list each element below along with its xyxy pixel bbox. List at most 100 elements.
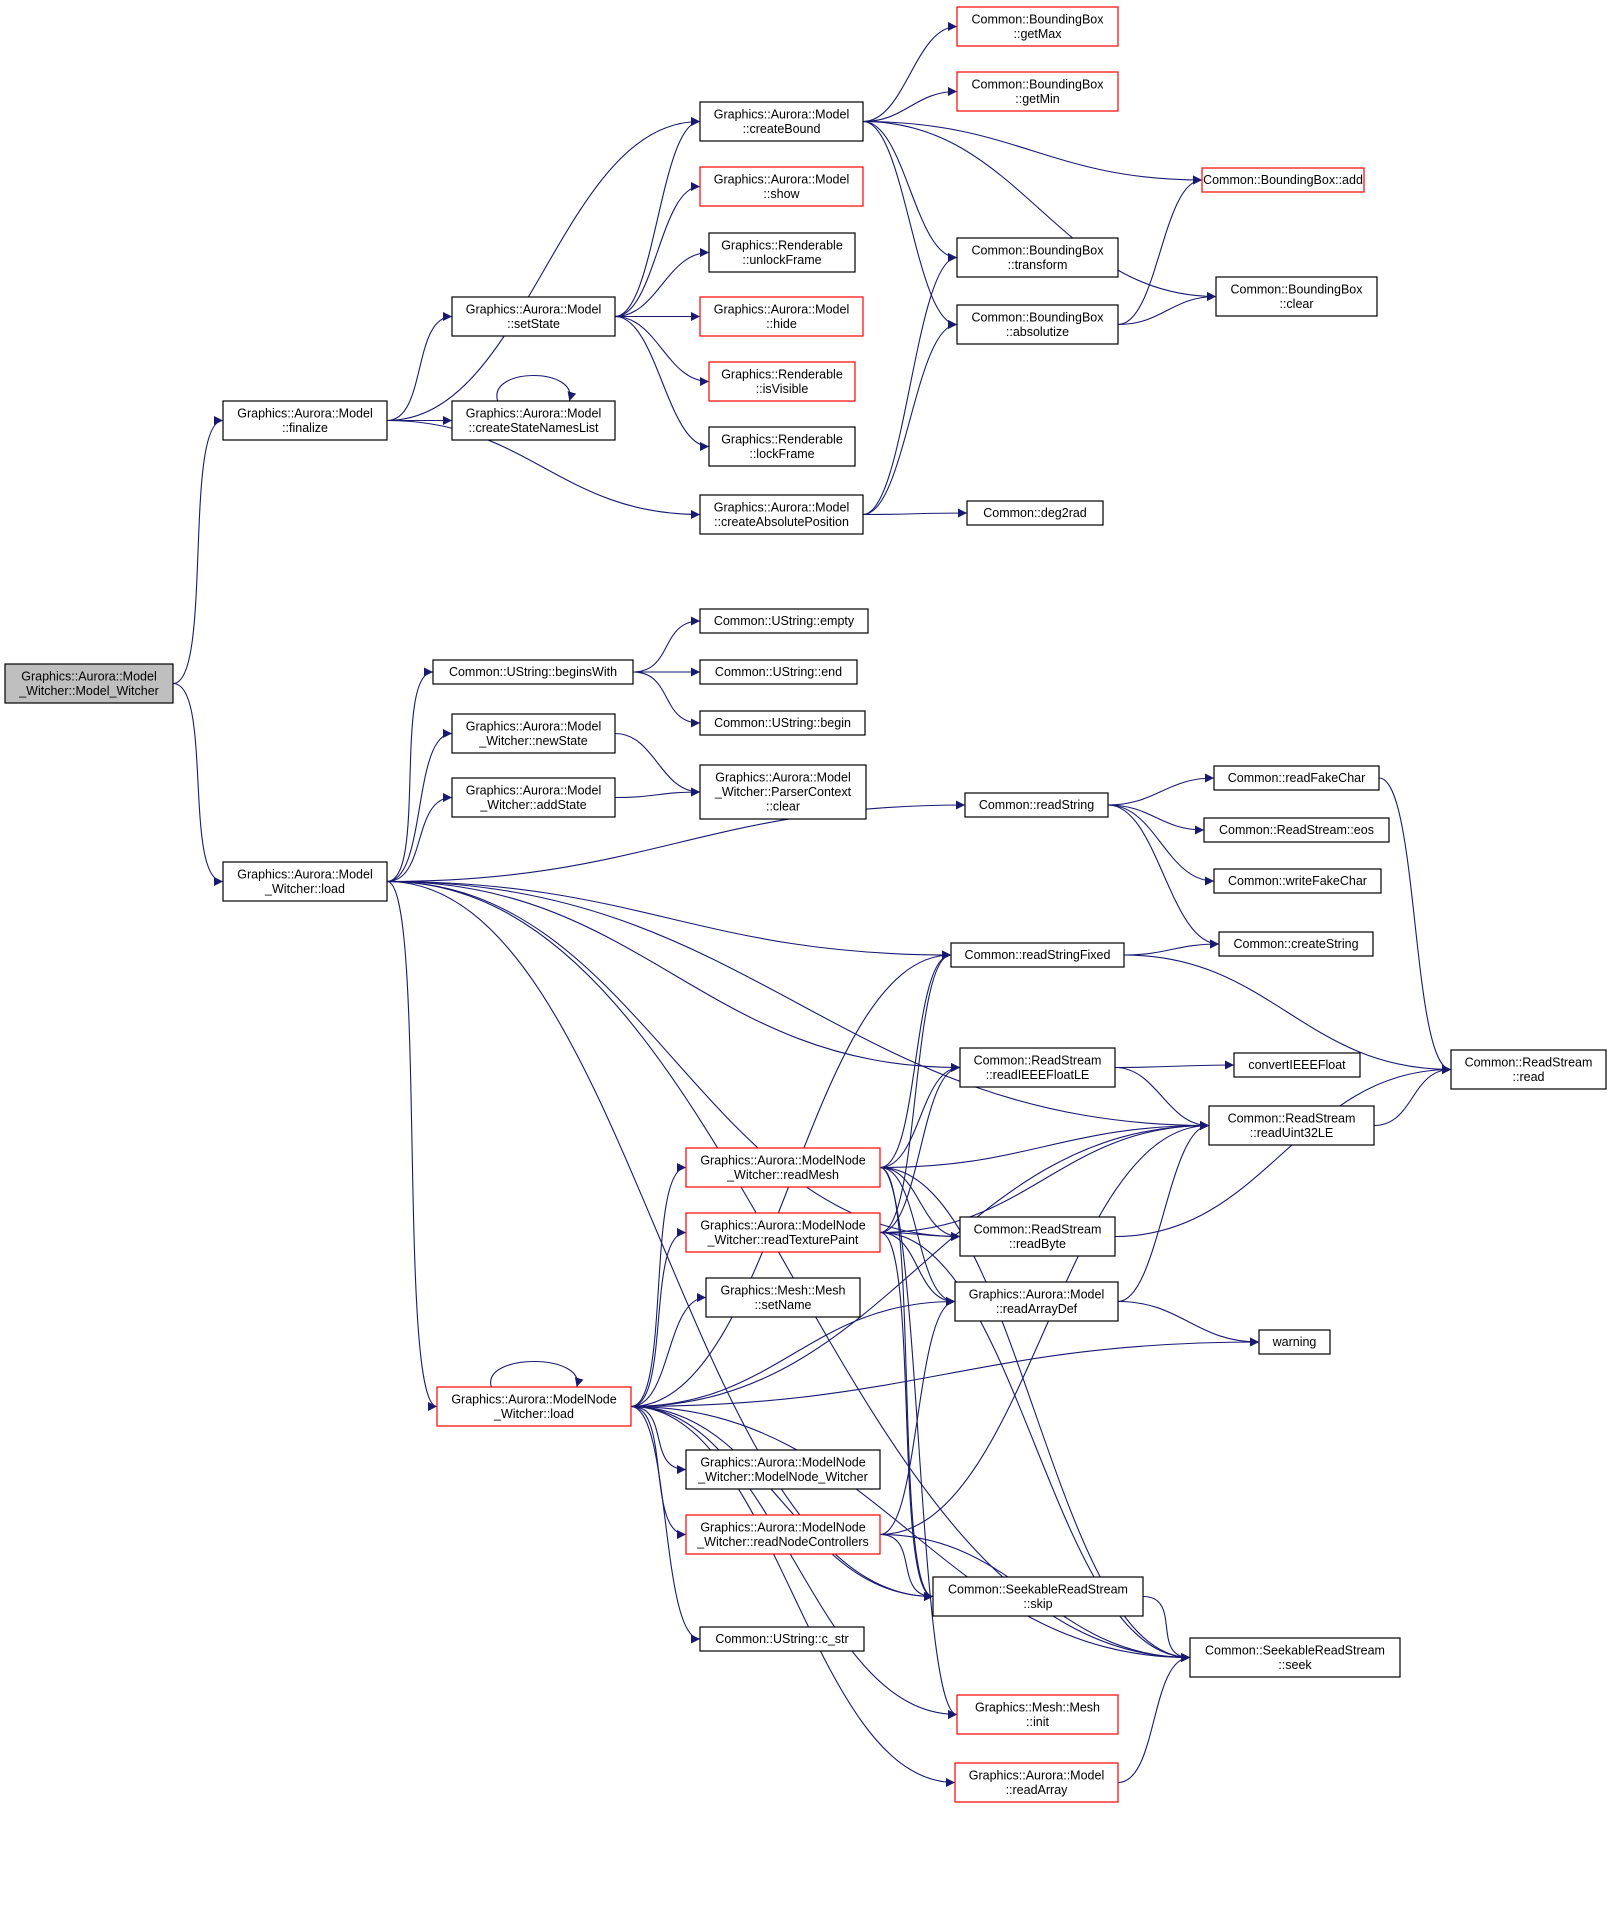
- edge-readString-to-writeFakeChar: [1107, 804, 1215, 886]
- node-model_witcher[interactable]: Graphics::Aurora::Model_Witcher::Model_W…: [4, 663, 174, 704]
- edge-createBound-to-bbClear: [862, 120, 1217, 301]
- node-convertIEEEFloat[interactable]: convertIEEEFloat: [1233, 1052, 1361, 1078]
- node-box: [451, 400, 616, 441]
- edge-nodeLoad-to-readMesh: [630, 1163, 687, 1408]
- node-show[interactable]: Graphics::Aurora::Model::show: [699, 166, 864, 207]
- node-readByte[interactable]: Common::ReadStream::readByte: [959, 1216, 1116, 1257]
- node-label: ::readArrayDef: [996, 1302, 1078, 1316]
- node-load[interactable]: Graphics::Aurora::Model_Witcher::load: [222, 861, 388, 902]
- node-addState[interactable]: Graphics::Aurora::Model_Witcher::addStat…: [451, 777, 616, 818]
- edge-nodeLoad-to-readArrayDef: [630, 1297, 956, 1408]
- edge-load-to-readStringFixed: [386, 880, 952, 960]
- edge-readMesh-to-readUint32LE: [879, 1121, 1210, 1169]
- node-label: ::getMin: [1015, 92, 1060, 106]
- node-deg2rad[interactable]: Common::deg2rad: [966, 500, 1104, 526]
- node-lockFrame[interactable]: Graphics::Renderable::lockFrame: [708, 426, 856, 467]
- node-bbClear[interactable]: Common::BoundingBox::clear: [1215, 276, 1378, 317]
- edge-createAbsolutePosition-to-transform: [862, 253, 958, 516]
- node-finalize[interactable]: Graphics::Aurora::Model::finalize: [222, 400, 388, 441]
- node-isVisible[interactable]: Graphics::Renderable::isVisible: [708, 361, 856, 402]
- edge-readNodeControllers-to-skip: [879, 1533, 934, 1601]
- node-getMin[interactable]: Common::BoundingBox::getMin: [956, 71, 1119, 112]
- node-transform[interactable]: Common::BoundingBox::transform: [956, 237, 1119, 278]
- node-readArrayDef[interactable]: Graphics::Aurora::Model::readArrayDef: [954, 1281, 1119, 1322]
- node-label: ::seek: [1278, 1658, 1312, 1672]
- node-rsEos[interactable]: Common::ReadStream::eos: [1203, 817, 1390, 843]
- node-readMesh[interactable]: Graphics::Aurora::ModelNode_Witcher::rea…: [685, 1147, 881, 1188]
- node-label: Graphics::Renderable: [721, 432, 843, 446]
- node-readFakeChar[interactable]: Common::readFakeChar: [1213, 765, 1380, 791]
- node-usEnd[interactable]: Common::UString::end: [699, 659, 858, 685]
- node-mnCtor[interactable]: Graphics::Aurora::ModelNode_Witcher::Mod…: [685, 1449, 881, 1490]
- node-writeFakeChar[interactable]: Common::writeFakeChar: [1213, 868, 1382, 894]
- edge-absolutize-to-bbClear: [1117, 292, 1217, 326]
- node-setName[interactable]: Graphics::Mesh::Mesh::setName: [705, 1277, 861, 1318]
- node-label: Graphics::Aurora::Model: [466, 783, 601, 797]
- edge-finalize-to-createAbsolutePosition: [386, 419, 701, 519]
- node-pcClear[interactable]: Graphics::Aurora::Model_Witcher::ParserC…: [699, 764, 867, 820]
- node-createBound[interactable]: Graphics::Aurora::Model::createBound: [699, 101, 864, 142]
- node-box: [451, 296, 616, 337]
- edge-readStringFixed-to-rsRead: [1123, 954, 1452, 1074]
- node-readIEEEFloatLE[interactable]: Common::ReadStream::readIEEEFloatLE: [959, 1047, 1116, 1088]
- node-label: Graphics::Aurora::ModelNode: [700, 1455, 865, 1469]
- node-box: [222, 400, 388, 441]
- node-label: Common::SeekableReadStream: [948, 1582, 1128, 1596]
- node-box: [1258, 1329, 1331, 1355]
- node-label: ::isVisible: [756, 382, 809, 396]
- node-label: Common::ReadStream: [974, 1053, 1102, 1067]
- node-hide[interactable]: Graphics::Aurora::Model::hide: [699, 296, 864, 337]
- node-label: Graphics::Aurora::Model: [21, 669, 156, 683]
- node-label: _Witcher::readTexturePaint: [707, 1233, 859, 1247]
- node-box: [685, 1147, 881, 1188]
- node-box: [1201, 167, 1365, 193]
- edge-readMesh-to-seek: [879, 1166, 1191, 1662]
- node-cStr[interactable]: Common::UString::c_str: [699, 1626, 865, 1652]
- node-box: [699, 710, 866, 736]
- edge-readNodeControllers-to-readUint32LE: [879, 1121, 1210, 1536]
- node-createString[interactable]: Common::createString: [1218, 931, 1374, 957]
- node-box: [1213, 765, 1380, 791]
- node-createStateNamesList[interactable]: Graphics::Aurora::Model::createStateName…: [451, 400, 616, 441]
- edge-newState-to-pcClear: [614, 732, 701, 797]
- node-box: [1213, 868, 1382, 894]
- node-usEmpty[interactable]: Common::UString::empty: [699, 608, 869, 634]
- node-warning[interactable]: warning: [1258, 1329, 1331, 1355]
- node-newState[interactable]: Graphics::Aurora::Model_Witcher::newStat…: [451, 713, 616, 754]
- edge-load-to-readIEEEFloatLE: [386, 880, 961, 1072]
- edge-readString-to-readFakeChar: [1107, 773, 1215, 806]
- node-seek[interactable]: Common::SeekableReadStream::seek: [1189, 1637, 1401, 1678]
- edge-readArrayDef-to-readUint32LE: [1117, 1121, 1210, 1303]
- node-usBegin[interactable]: Common::UString::begin: [699, 710, 866, 736]
- node-box: [708, 361, 856, 402]
- node-bbAdd[interactable]: Common::BoundingBox::add: [1201, 167, 1365, 193]
- node-readArray[interactable]: Graphics::Aurora::Model::readArray: [954, 1762, 1119, 1803]
- node-readStringFixed[interactable]: Common::readStringFixed: [950, 942, 1125, 968]
- node-label: Graphics::Aurora::Model: [715, 771, 850, 785]
- node-absolutize[interactable]: Common::BoundingBox::absolutize: [956, 304, 1119, 345]
- node-box: [956, 6, 1119, 47]
- edge-setState-to-show: [614, 182, 701, 318]
- node-nodeLoad[interactable]: Graphics::Aurora::ModelNode_Witcher::loa…: [436, 1386, 632, 1427]
- node-label: convertIEEEFloat: [1248, 1058, 1346, 1072]
- node-setState[interactable]: Graphics::Aurora::Model::setState: [451, 296, 616, 337]
- edge-load-to-beginsWith: [386, 667, 434, 883]
- edge-readTexturePaint-to-readIEEEFloatLE: [879, 1063, 961, 1234]
- node-readNodeControllers[interactable]: Graphics::Aurora::ModelNode_Witcher::rea…: [685, 1514, 881, 1555]
- node-box: [451, 713, 616, 754]
- node-label: Graphics::Aurora::Model: [714, 107, 849, 121]
- node-beginsWith[interactable]: Common::UString::beginsWith: [432, 659, 634, 685]
- edge-load-to-newState: [386, 729, 453, 883]
- node-readTexturePaint[interactable]: Graphics::Aurora::ModelNode_Witcher::rea…: [685, 1212, 881, 1253]
- node-getMax[interactable]: Common::BoundingBox::getMax: [956, 6, 1119, 47]
- node-label: Graphics::Aurora::ModelNode: [700, 1218, 865, 1232]
- node-readUint32LE[interactable]: Common::ReadStream::readUint32LE: [1208, 1105, 1375, 1146]
- node-label: Graphics::Mesh::Mesh: [720, 1283, 845, 1297]
- node-skip[interactable]: Common::SeekableReadStream::skip: [932, 1576, 1144, 1617]
- node-readString[interactable]: Common::readString: [964, 792, 1109, 818]
- node-meshInit[interactable]: Graphics::Mesh::Mesh::init: [956, 1694, 1119, 1735]
- node-createAbsolutePosition[interactable]: Graphics::Aurora::Model::createAbsoluteP…: [699, 494, 864, 535]
- node-unlockFrame[interactable]: Graphics::Renderable::unlockFrame: [708, 232, 856, 273]
- node-rsRead[interactable]: Common::ReadStream::read: [1450, 1049, 1607, 1090]
- node-label: ::createStateNamesList: [469, 421, 599, 435]
